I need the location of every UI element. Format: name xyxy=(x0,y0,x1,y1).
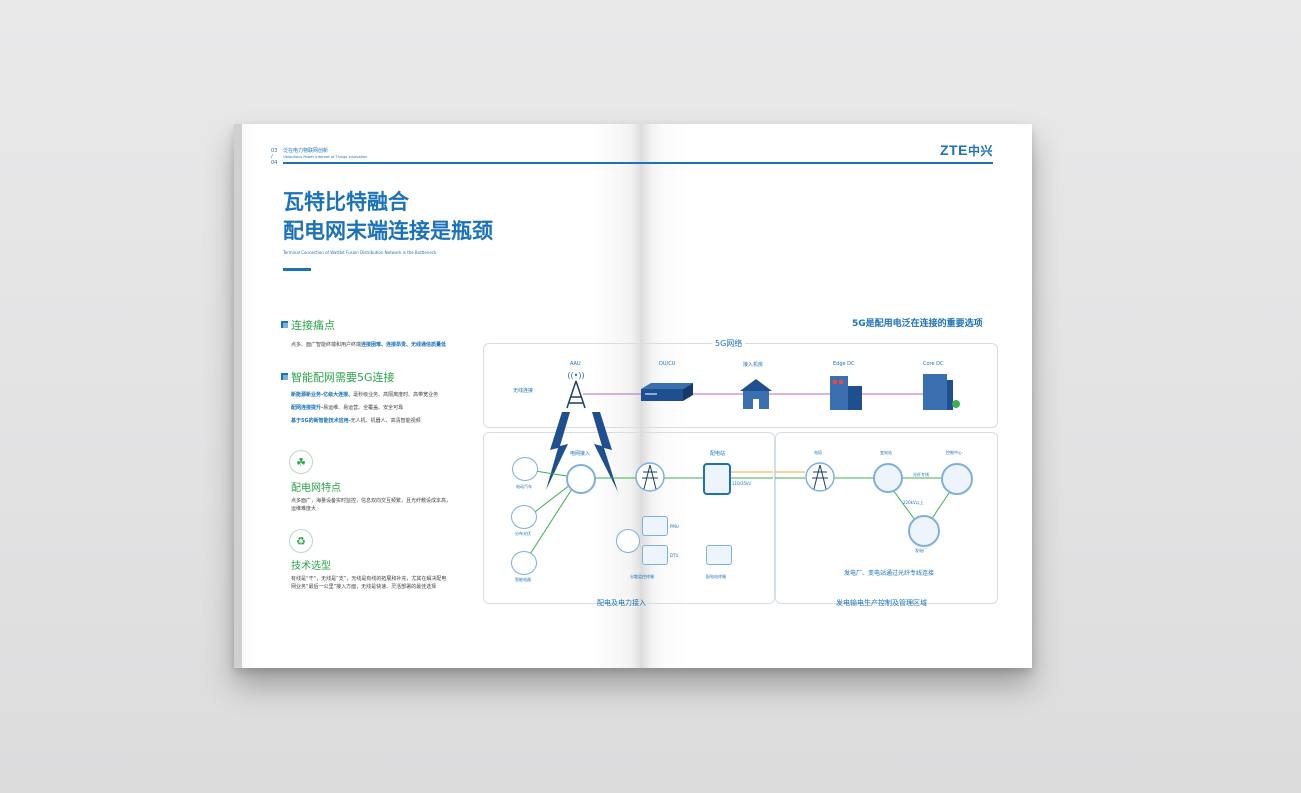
recycle-icon: ♻ xyxy=(289,529,313,553)
pylon-icon xyxy=(635,462,665,492)
section-title-smart-grid: 智能配网需要5G连接 xyxy=(291,371,395,384)
page-number-left: 03 xyxy=(271,148,278,154)
monitor-hub-icon xyxy=(616,529,640,553)
diagram-heading: 5G是配用电泛在连接的重要选项 xyxy=(852,319,983,329)
item-bold: 新能源新业务-亿级大连接、 xyxy=(291,392,354,398)
page-number-right: 04 xyxy=(271,160,278,166)
page-title-line1: 瓦特比特融合 xyxy=(283,190,409,214)
distributed-monitor-label: 分散监控终端 xyxy=(630,574,654,579)
features-text: 点多面广，海量设备实时监控，信息双向交互频繁，且光纤敷设成本高，运维难度大 xyxy=(291,498,452,512)
ev-icon xyxy=(512,457,538,481)
section-title-tech: 技术选型 xyxy=(291,561,331,572)
tech-text: 有线是“干”，无线是“支”，无线是有线的拓展和补充，尤其在解决配电网业务“最后一… xyxy=(291,576,447,590)
pylon-icon xyxy=(805,462,835,492)
antenna-tower-icon: ((•)) xyxy=(566,371,586,409)
header-section-en: Ubiquitous Power Internet of Things Inno… xyxy=(283,155,368,159)
generation-caption: 发电输电生产控制及管理区域 xyxy=(836,599,927,607)
generation-link-line xyxy=(892,489,916,521)
power-plant-icon xyxy=(908,515,940,547)
aau-label: AAU xyxy=(570,361,581,367)
smart-device-icon xyxy=(511,551,537,575)
distribution-link-line xyxy=(524,477,580,563)
left-page xyxy=(234,124,640,668)
page-title-english: Terminal Connection of Wattbit Fusion Di… xyxy=(283,250,437,255)
grid-access-label: 电网接入 xyxy=(570,451,591,457)
substation-icon xyxy=(703,463,731,495)
office-tower-icon xyxy=(923,374,960,410)
fiber-label: 光纤专线 xyxy=(913,472,929,477)
section-bullet-icon xyxy=(281,321,288,328)
distribution-caption: 配电及电力接入 xyxy=(597,599,646,607)
item-plain: 易运维、易运营、全覆盖、安全可靠 xyxy=(323,405,404,411)
control-building-icon xyxy=(941,463,973,495)
control-center-label: 控制中心 xyxy=(946,450,962,455)
item-plain: 无人机、机器人、高清智能视频 xyxy=(350,418,421,424)
logo-cn: 中兴 xyxy=(967,144,993,158)
generation-links xyxy=(775,471,952,521)
meter-label: 智能电器 xyxy=(515,577,531,582)
brochure-spread xyxy=(234,124,1032,668)
page-number: 03 / 04 xyxy=(271,148,277,166)
header-section-cn: 泛在电力物联网创新 xyxy=(283,148,329,154)
item-plain: 毫秒级业务、高隔离度时、高带宽业务 xyxy=(353,392,439,398)
page-number-slash: / xyxy=(271,154,273,160)
generation-box xyxy=(775,432,998,604)
edge-dc-label: Edge DC xyxy=(833,361,855,367)
section-bullet-icon xyxy=(281,373,288,380)
smart-grid-list: 新能源新业务-亿级大连接、毫秒级业务、高隔离度时、高带宽业务 配网连接提升-易运… xyxy=(291,391,471,425)
tower-label: 电塔 xyxy=(814,450,822,455)
voltage2-label: 220kV以上 xyxy=(903,500,924,505)
nodes-icon: ☘ xyxy=(289,450,313,474)
smart-grid-item: 基于5G的新智能技术应用-无人机、机器人、高清智能视频 xyxy=(291,417,471,425)
pain-points-bold: 连接困难、连接昂贵、无线通信质量低 xyxy=(361,342,447,348)
voltage-label: 110/35kV xyxy=(732,481,752,486)
power-plant-label: 发电厂 xyxy=(915,548,927,553)
smart-grid-item: 新能源新业务-亿级大连接、毫秒级业务、高隔离度时、高带宽业务 xyxy=(291,391,471,399)
5g-network-label: 5G网络 xyxy=(712,338,746,349)
smart-grid-item: 配网连接提升-易运维、易运营、全覆盖、安全可靠 xyxy=(291,404,471,412)
server-rack-icon xyxy=(641,383,693,401)
item-bold: 基于5G的新智能技术应用- xyxy=(291,418,351,424)
dtu-label: DTU xyxy=(670,553,679,558)
wireless-lightning-icon xyxy=(546,412,618,492)
access-room-label: 接入机房 xyxy=(743,362,764,368)
header-rule xyxy=(283,162,993,164)
transformer-icon xyxy=(873,463,903,493)
substation-terminal-label: 配电站终端 xyxy=(706,574,726,579)
transformer-station-label: 变电站 xyxy=(880,450,892,455)
dtu-icon xyxy=(642,545,668,565)
ev-label: 电动汽车 xyxy=(516,484,532,489)
pmu-icon xyxy=(642,516,668,536)
ducu-label: DU/CU xyxy=(659,361,676,367)
core-dc-label: Core DC xyxy=(923,361,944,367)
section-title-features: 配电网特点 xyxy=(291,483,341,494)
distribution-box xyxy=(483,432,775,604)
generation-link-line xyxy=(930,489,952,521)
solar-panel-icon xyxy=(511,505,537,529)
title-accent-bar xyxy=(283,268,311,271)
substation-terminal-icon xyxy=(706,545,732,565)
meter-icon xyxy=(566,464,596,494)
svg-text:((•)): ((•)) xyxy=(567,371,584,380)
section-title-pain-points: 连接痛点 xyxy=(291,319,335,332)
substation-label: 配电站 xyxy=(710,451,726,457)
pain-points-text: 点多、面广智能终端和用户终端连接困难、连接昂贵、无线通信质量低 xyxy=(291,341,461,349)
fiber-note: 发电厂、变电站通过光纤专线连接 xyxy=(844,570,935,577)
building-icon xyxy=(740,379,772,409)
pain-points-plain: 点多、面广智能终端和用户终端 xyxy=(291,342,362,348)
pv-label: 分布光伏 xyxy=(515,531,531,536)
page-title-line2: 配电网末端连接是瓶颈 xyxy=(283,219,493,243)
pmu-label: PMU xyxy=(670,524,679,529)
datacenter-icon xyxy=(830,376,862,410)
zte-logo: ZTE中兴 xyxy=(940,142,993,159)
wireless-label: 无线连接 xyxy=(513,388,534,394)
item-bold: 配网连接提升- xyxy=(291,405,324,411)
logo-latin: ZTE xyxy=(940,142,968,158)
